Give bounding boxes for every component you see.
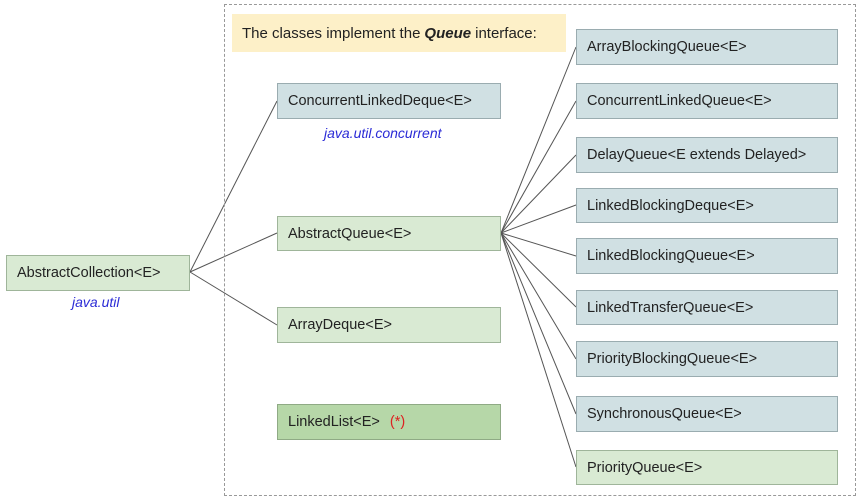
link-abstractqueue-linkedblockingdeque <box>500 204 577 234</box>
node-arraydeque: ArrayDeque<E> <box>277 307 501 343</box>
link-abstractqueue-delayqueue <box>500 154 577 234</box>
link-abstractqueue-priorityqueue <box>500 232 577 468</box>
node-concurrentlinkeddeque: ConcurrentLinkedDeque<E> <box>277 83 501 119</box>
link-abstractqueue-priorityblockingqueue <box>500 232 577 360</box>
queue-interface-note: The classes implement the Queue interfac… <box>232 14 566 52</box>
node-linkedlist: LinkedList<E> (*) <box>277 404 501 440</box>
node-abstractqueue: AbstractQueue<E> <box>277 216 501 251</box>
node-priorityblockingqueue: PriorityBlockingQueue<E> <box>576 341 838 377</box>
node-label: ConcurrentLinkedDeque<E> <box>288 93 472 109</box>
node-label: AbstractCollection<E> <box>17 265 161 281</box>
node-delayqueue: DelayQueue<E extends Delayed> <box>576 137 838 173</box>
link-root-arraydeque <box>189 271 278 326</box>
node-label: LinkedTransferQueue<E> <box>587 299 754 316</box>
note-emphasis: Queue <box>424 24 472 42</box>
node-linkedtransferqueue: LinkedTransferQueue<E> <box>576 290 838 325</box>
link-abstractqueue-linkedtransferqueue <box>500 232 577 308</box>
node-abstractcollection: AbstractCollection<E> <box>6 255 190 291</box>
node-synchronousqueue: SynchronousQueue<E> <box>576 396 838 432</box>
package-java-util: java.util <box>72 294 120 310</box>
node-label: PriorityQueue<E> <box>587 459 703 476</box>
note-prefix: The classes implement the <box>242 24 421 42</box>
node-label: DelayQueue<E extends Delayed> <box>587 147 807 163</box>
link-root-abstractqueue <box>189 232 278 273</box>
node-label: ConcurrentLinkedQueue<E> <box>587 93 772 109</box>
node-priorityqueue: PriorityQueue<E> <box>576 450 838 485</box>
node-label: ArrayBlockingQueue<E> <box>587 39 747 55</box>
linkedlist-marker: (*) <box>389 414 406 430</box>
link-abstractqueue-arrayblockingqueue <box>500 46 577 234</box>
note-suffix: interface: <box>475 24 537 42</box>
package-java-util-concurrent: java.util.concurrent <box>324 125 442 141</box>
queue-implementations-region <box>224 4 856 496</box>
node-arrayblockingqueue: ArrayBlockingQueue<E> <box>576 29 838 65</box>
link-abstractqueue-concurrentlinkedqueue <box>500 100 577 234</box>
node-label: AbstractQueue<E> <box>288 225 412 242</box>
node-label: SynchronousQueue<E> <box>587 406 742 422</box>
node-label: LinkedBlockingDeque<E> <box>587 197 754 214</box>
node-label: LinkedList<E> <box>288 414 380 430</box>
node-label: LinkedBlockingQueue<E> <box>587 248 755 264</box>
link-abstractqueue-synchronousqueue <box>500 232 577 415</box>
node-label: PriorityBlockingQueue<E> <box>587 351 758 367</box>
link-root-concurrentlinkeddeque <box>189 100 278 273</box>
link-abstractqueue-linkedblockingqueue <box>500 232 577 257</box>
node-linkedblockingdeque: LinkedBlockingDeque<E> <box>576 188 838 223</box>
node-label: ArrayDeque<E> <box>288 317 392 333</box>
node-concurrentlinkedqueue: ConcurrentLinkedQueue<E> <box>576 83 838 119</box>
node-linkedblockingqueue: LinkedBlockingQueue<E> <box>576 238 838 274</box>
